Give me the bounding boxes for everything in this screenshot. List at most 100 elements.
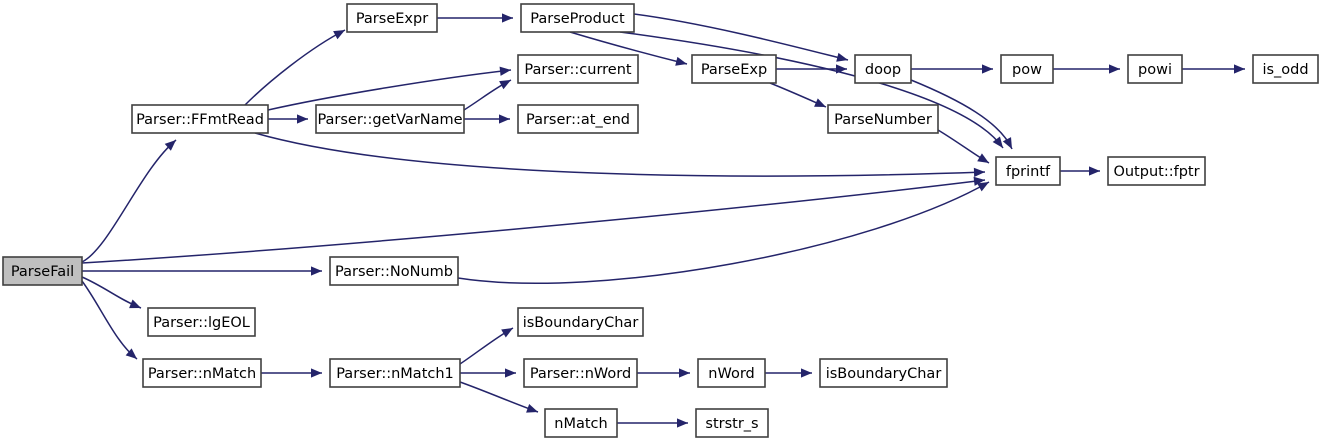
node-box[interactable]	[517, 54, 639, 84]
edge-fprintf-to-outputfptr	[1060, 166, 1100, 176]
edge-nmatch1-to-parsernword	[460, 368, 516, 378]
arrowhead-icon	[836, 64, 847, 74]
arrowhead-icon	[677, 418, 688, 428]
node-box[interactable]	[819, 358, 948, 388]
edge-layer	[81, 13, 1245, 428]
node-box[interactable]	[544, 408, 618, 438]
edge-ffmtread-to-parsercurrent	[267, 66, 512, 111]
arrowhead-icon	[982, 64, 993, 74]
graph-node-isboundarychar1[interactable]: isBoundaryChar	[517, 307, 644, 337]
arrowhead-icon	[836, 52, 848, 62]
node-box[interactable]	[1252, 54, 1319, 84]
graph-node-at_end[interactable]: Parser::at_end	[517, 104, 639, 134]
graph-node-getvarname[interactable]: Parser::getVarName	[315, 104, 465, 134]
edge-line	[619, 31, 1004, 149]
node-box[interactable]	[142, 358, 262, 388]
node-box[interactable]	[854, 54, 912, 84]
arrowhead-icon	[164, 140, 176, 151]
edge-parsefail-to-lgeol	[81, 276, 142, 309]
node-box[interactable]	[697, 358, 766, 388]
arrowhead-icon	[977, 182, 989, 192]
graph-node-parseexpr[interactable]: ParseExpr	[346, 3, 438, 33]
arrowhead-icon	[1002, 137, 1012, 149]
graph-node-outputfptr[interactable]: Output::fptr	[1107, 156, 1206, 186]
node-box[interactable]	[329, 358, 461, 388]
edge-parsenumber-to-fprintf	[937, 129, 990, 164]
graph-node-pow[interactable]: pow	[1000, 54, 1054, 84]
node-box[interactable]	[695, 408, 769, 438]
edge-line	[457, 181, 990, 284]
node-layer: ParseFail Parser::FFmtRead ParseExpr ParseP…	[2, 3, 1319, 438]
node-box[interactable]	[1000, 54, 1054, 84]
node-box[interactable]	[315, 104, 465, 134]
edge-parseexpr-to-parseproduct	[437, 13, 513, 23]
edge-line	[569, 31, 688, 65]
node-box[interactable]	[1107, 156, 1206, 186]
node-box[interactable]	[517, 307, 644, 337]
graph-node-parsenumber[interactable]: ParseNumber	[827, 104, 939, 134]
graph-node-nword[interactable]: nWord	[697, 358, 766, 388]
edge-parseproduct-to-parseexp	[569, 31, 688, 66]
graph-node-powi[interactable]: powi	[1127, 54, 1183, 84]
edge-parseexp-to-doop	[776, 64, 847, 74]
edge-nonumb-to-fprintf	[457, 181, 990, 284]
arrowhead-icon	[297, 114, 308, 124]
edge-line	[81, 179, 986, 264]
arrowhead-icon	[977, 153, 989, 163]
edge-line	[244, 29, 346, 106]
node-box[interactable]	[2, 256, 83, 286]
graph-node-strstr_s[interactable]: strstr_s	[695, 408, 769, 438]
graph-node-parsefail[interactable]: ParseFail	[2, 256, 83, 286]
arrowhead-icon	[125, 348, 137, 359]
edge-parseproduct-to-fprintf	[619, 31, 1004, 149]
arrowhead-icon	[814, 98, 826, 107]
node-box[interactable]	[827, 104, 939, 134]
edge-doop-to-fprintf	[910, 79, 1013, 150]
graph-node-nmatch1[interactable]: Parser::nMatch1	[329, 358, 461, 388]
graph-node-nmatch[interactable]: Parser::nMatch	[142, 358, 262, 388]
node-box[interactable]	[1127, 54, 1183, 84]
graph-node-isboundarychar2[interactable]: isBoundaryChar	[819, 358, 948, 388]
node-box[interactable]	[523, 358, 638, 388]
arrowhead-icon	[505, 368, 516, 378]
graph-node-fprintf[interactable]: fprintf	[995, 156, 1061, 186]
graph-node-parseexp[interactable]: ParseExp	[691, 54, 777, 84]
node-box[interactable]	[329, 256, 459, 286]
graph-node-parseproduct[interactable]: ParseProduct	[520, 3, 635, 33]
node-box[interactable]	[131, 104, 269, 134]
graph-node-parsercurrent[interactable]: Parser::current	[517, 54, 639, 84]
arrowhead-icon	[1234, 64, 1245, 74]
node-box[interactable]	[147, 307, 256, 337]
arrowhead-icon	[679, 368, 690, 378]
edge-ffmtread-to-fprintf	[254, 132, 986, 177]
node-box[interactable]	[691, 54, 777, 84]
edge-parsefail-to-fprintf	[81, 176, 986, 264]
edge-line	[81, 139, 177, 263]
node-box[interactable]	[517, 104, 639, 134]
graph-node-nonumb[interactable]: Parser::NoNumb	[329, 256, 459, 286]
graph-node-parsernword[interactable]: Parser::nWord	[523, 358, 638, 388]
edge-parseproduct-to-doop	[633, 13, 849, 62]
arrowhead-icon	[501, 328, 513, 338]
node-box[interactable]	[346, 3, 438, 33]
edge-nmatch_plain-to-strstr_s	[617, 418, 688, 428]
graph-node-lgeol[interactable]: Parser::lgEOL	[147, 307, 256, 337]
graph-node-doop[interactable]: doop	[854, 54, 912, 84]
graph-node-nmatch_plain[interactable]: nMatch	[544, 408, 618, 438]
arrowhead-icon	[499, 66, 511, 76]
edge-parsefail-to-nonumb	[82, 266, 322, 276]
arrowhead-icon	[801, 368, 812, 378]
graph-node-ffmtread[interactable]: Parser::FFmtRead	[131, 104, 269, 134]
edge-parseexp-to-parsenumber	[769, 82, 827, 108]
edge-ffmtread-to-getvarname	[268, 114, 308, 124]
node-box[interactable]	[520, 3, 635, 33]
edge-powi-to-is_odd	[1182, 64, 1245, 74]
edge-line	[633, 13, 849, 61]
edge-parsernword-to-nword	[637, 368, 690, 378]
graph-node-is_odd[interactable]: is_odd	[1252, 54, 1319, 84]
edge-parsefail-to-nmatch	[81, 280, 138, 360]
edge-getvarname-to-at_end	[464, 114, 510, 124]
node-box[interactable]	[995, 156, 1061, 186]
